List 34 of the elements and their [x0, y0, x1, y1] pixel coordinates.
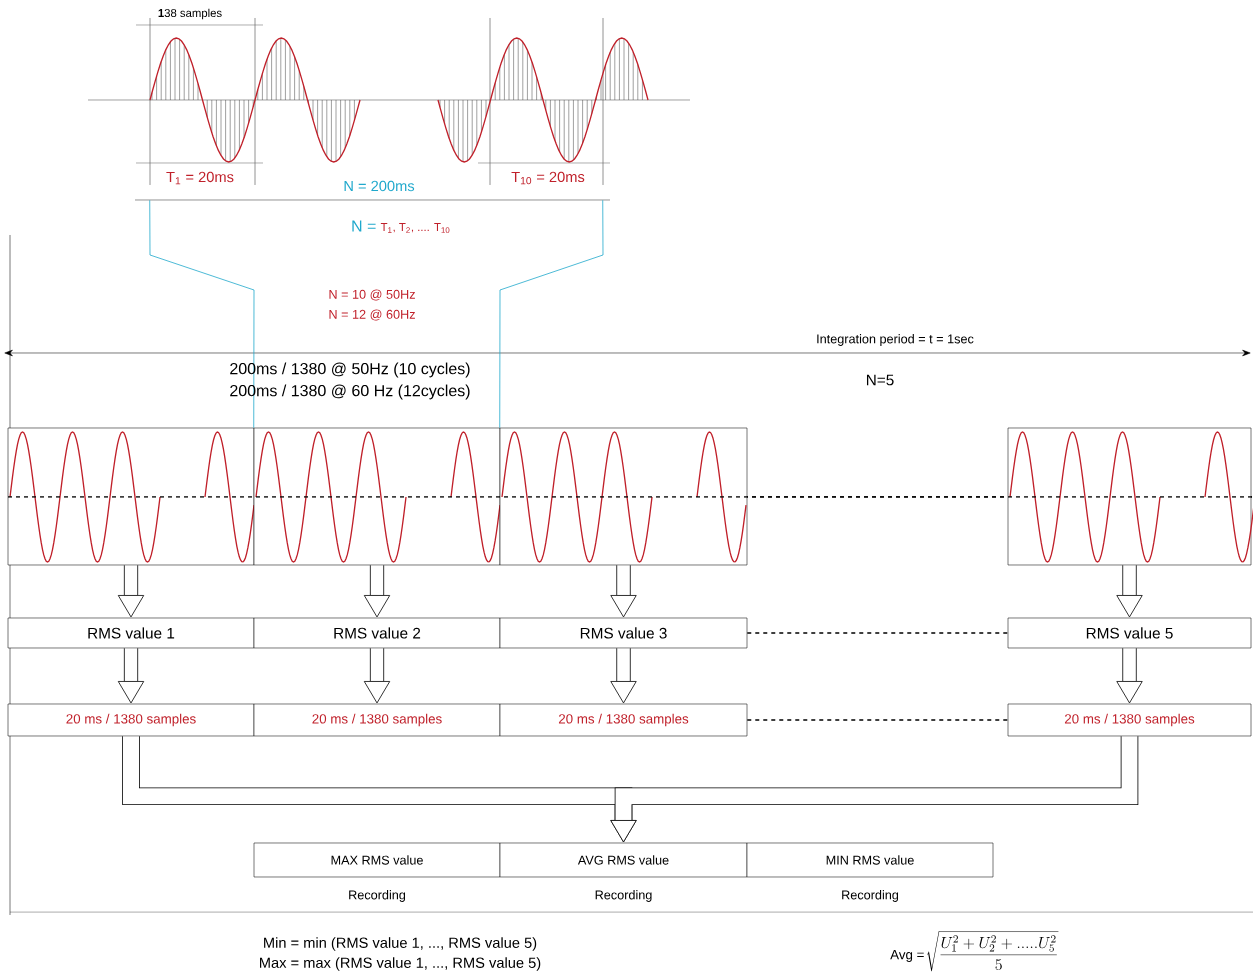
- value-box: MIN RMS value: [746, 842, 994, 878]
- label: Max = max (RMS value 1, ..., RMS value 5): [260, 957, 541, 971]
- block-arrow: [117, 565, 145, 618]
- block-arrow: [1116, 648, 1143, 704]
- label: N = 10 @ 50Hz: [329, 289, 415, 301]
- block-arrow: [117, 648, 145, 704]
- label: 200ms / 1380 @ 60 Hz (12cycles): [230, 384, 470, 400]
- merge-arrow: [610, 736, 1139, 843]
- block-arrow: [363, 648, 391, 704]
- label: T$_{1}$, T$_{2}$, .... T$_{10}$: [380, 223, 450, 233]
- block-arrow: [1116, 565, 1143, 618]
- connector-line: [746, 719, 1009, 721]
- value-box: MAX RMS value: [253, 842, 501, 878]
- zoom-line: [149, 199, 255, 429]
- label: 138 samples: [158, 8, 222, 20]
- label: N = 12 @ 60Hz: [329, 309, 415, 321]
- connector-line: [746, 632, 1009, 634]
- label: 200ms / 1380 @ 50Hz (10 cycles): [230, 362, 470, 378]
- zoom-line: [499, 199, 604, 429]
- label: Avg =: [890, 950, 924, 962]
- label: T$_{10}$ = 20ms: [511, 171, 585, 185]
- label: Integration period = t = 1sec: [817, 334, 974, 346]
- block-arrow: [363, 565, 391, 618]
- node-label: Recording: [842, 890, 899, 902]
- node-label: Recording: [595, 890, 652, 902]
- block-arrow: [610, 565, 637, 618]
- node-label: Recording: [349, 890, 406, 902]
- label: N=5: [867, 374, 894, 386]
- label: T$_{1}$ = 20ms: [166, 171, 234, 185]
- label: Min = min (RMS value 1, ..., RMS value 5): [264, 937, 537, 951]
- label: N = 200ms: [344, 180, 415, 192]
- block-arrow: [610, 648, 637, 704]
- label: N =: [352, 220, 376, 232]
- formula: $\sqrt{\frac{U_{1}^{2} + U_{2}^{2} + ..... U_{5}^{2}}{5}}$: [927, 931, 1059, 972]
